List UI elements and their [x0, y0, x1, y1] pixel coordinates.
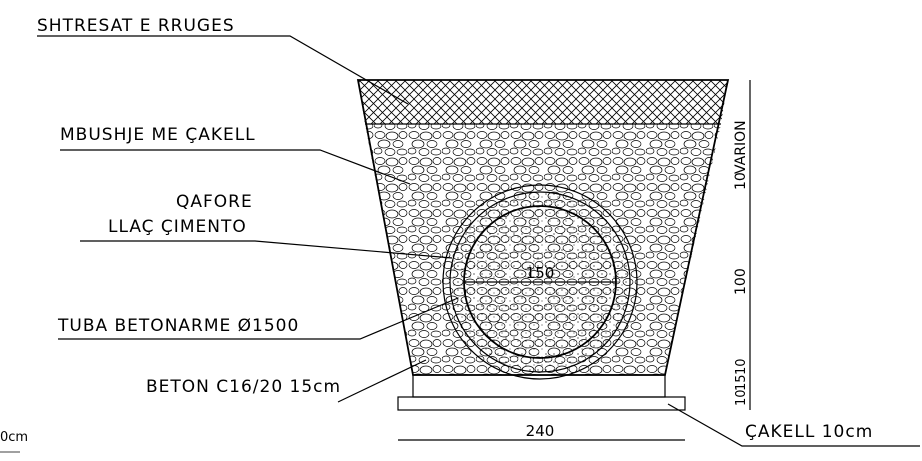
- leader-concrete-pipe: [58, 297, 459, 340]
- scale-unit-label: 0cm: [0, 430, 28, 445]
- vertical-bottom-10: 10: [734, 358, 749, 375]
- label-gravel-fill: MBUSHJE ME ÇAKELL: [60, 125, 256, 145]
- leader-concrete-bed: [337, 359, 427, 403]
- base-width-value: 240: [526, 422, 555, 440]
- label-cement-mortar: LLAÇ ÇIMENTO: [108, 217, 247, 237]
- label-gravel-base: ÇAKELL 10cm: [745, 422, 873, 442]
- vertical-bottom-15: 15: [734, 374, 749, 391]
- pipe-outer-mortar: [442, 184, 638, 380]
- label-collar: QAFORE: [176, 192, 253, 212]
- vertical-bottom-10b: 10: [734, 389, 749, 406]
- label-concrete-bed: BETON C16/20 15cm: [146, 377, 341, 397]
- leader-cement-mortar: [80, 240, 453, 259]
- road-layers-area: [358, 80, 728, 124]
- pipe-diameter-value: 150: [526, 264, 555, 282]
- leader-gravel-fill: [60, 149, 411, 185]
- concrete-bed: [412, 374, 666, 398]
- leader-road-layers: [37, 35, 409, 105]
- vertical-top-10: 10: [733, 172, 749, 190]
- gravel-base: [397, 396, 686, 411]
- vertical-top-varion: VARION: [733, 120, 749, 174]
- label-road-layers: SHTRESAT E RRUGES: [37, 16, 235, 36]
- vertical-middle-100: 100: [733, 268, 749, 295]
- leader-gravel-base: [667, 403, 920, 447]
- label-concrete-pipe: TUBA BETONARME Ø1500: [57, 316, 299, 336]
